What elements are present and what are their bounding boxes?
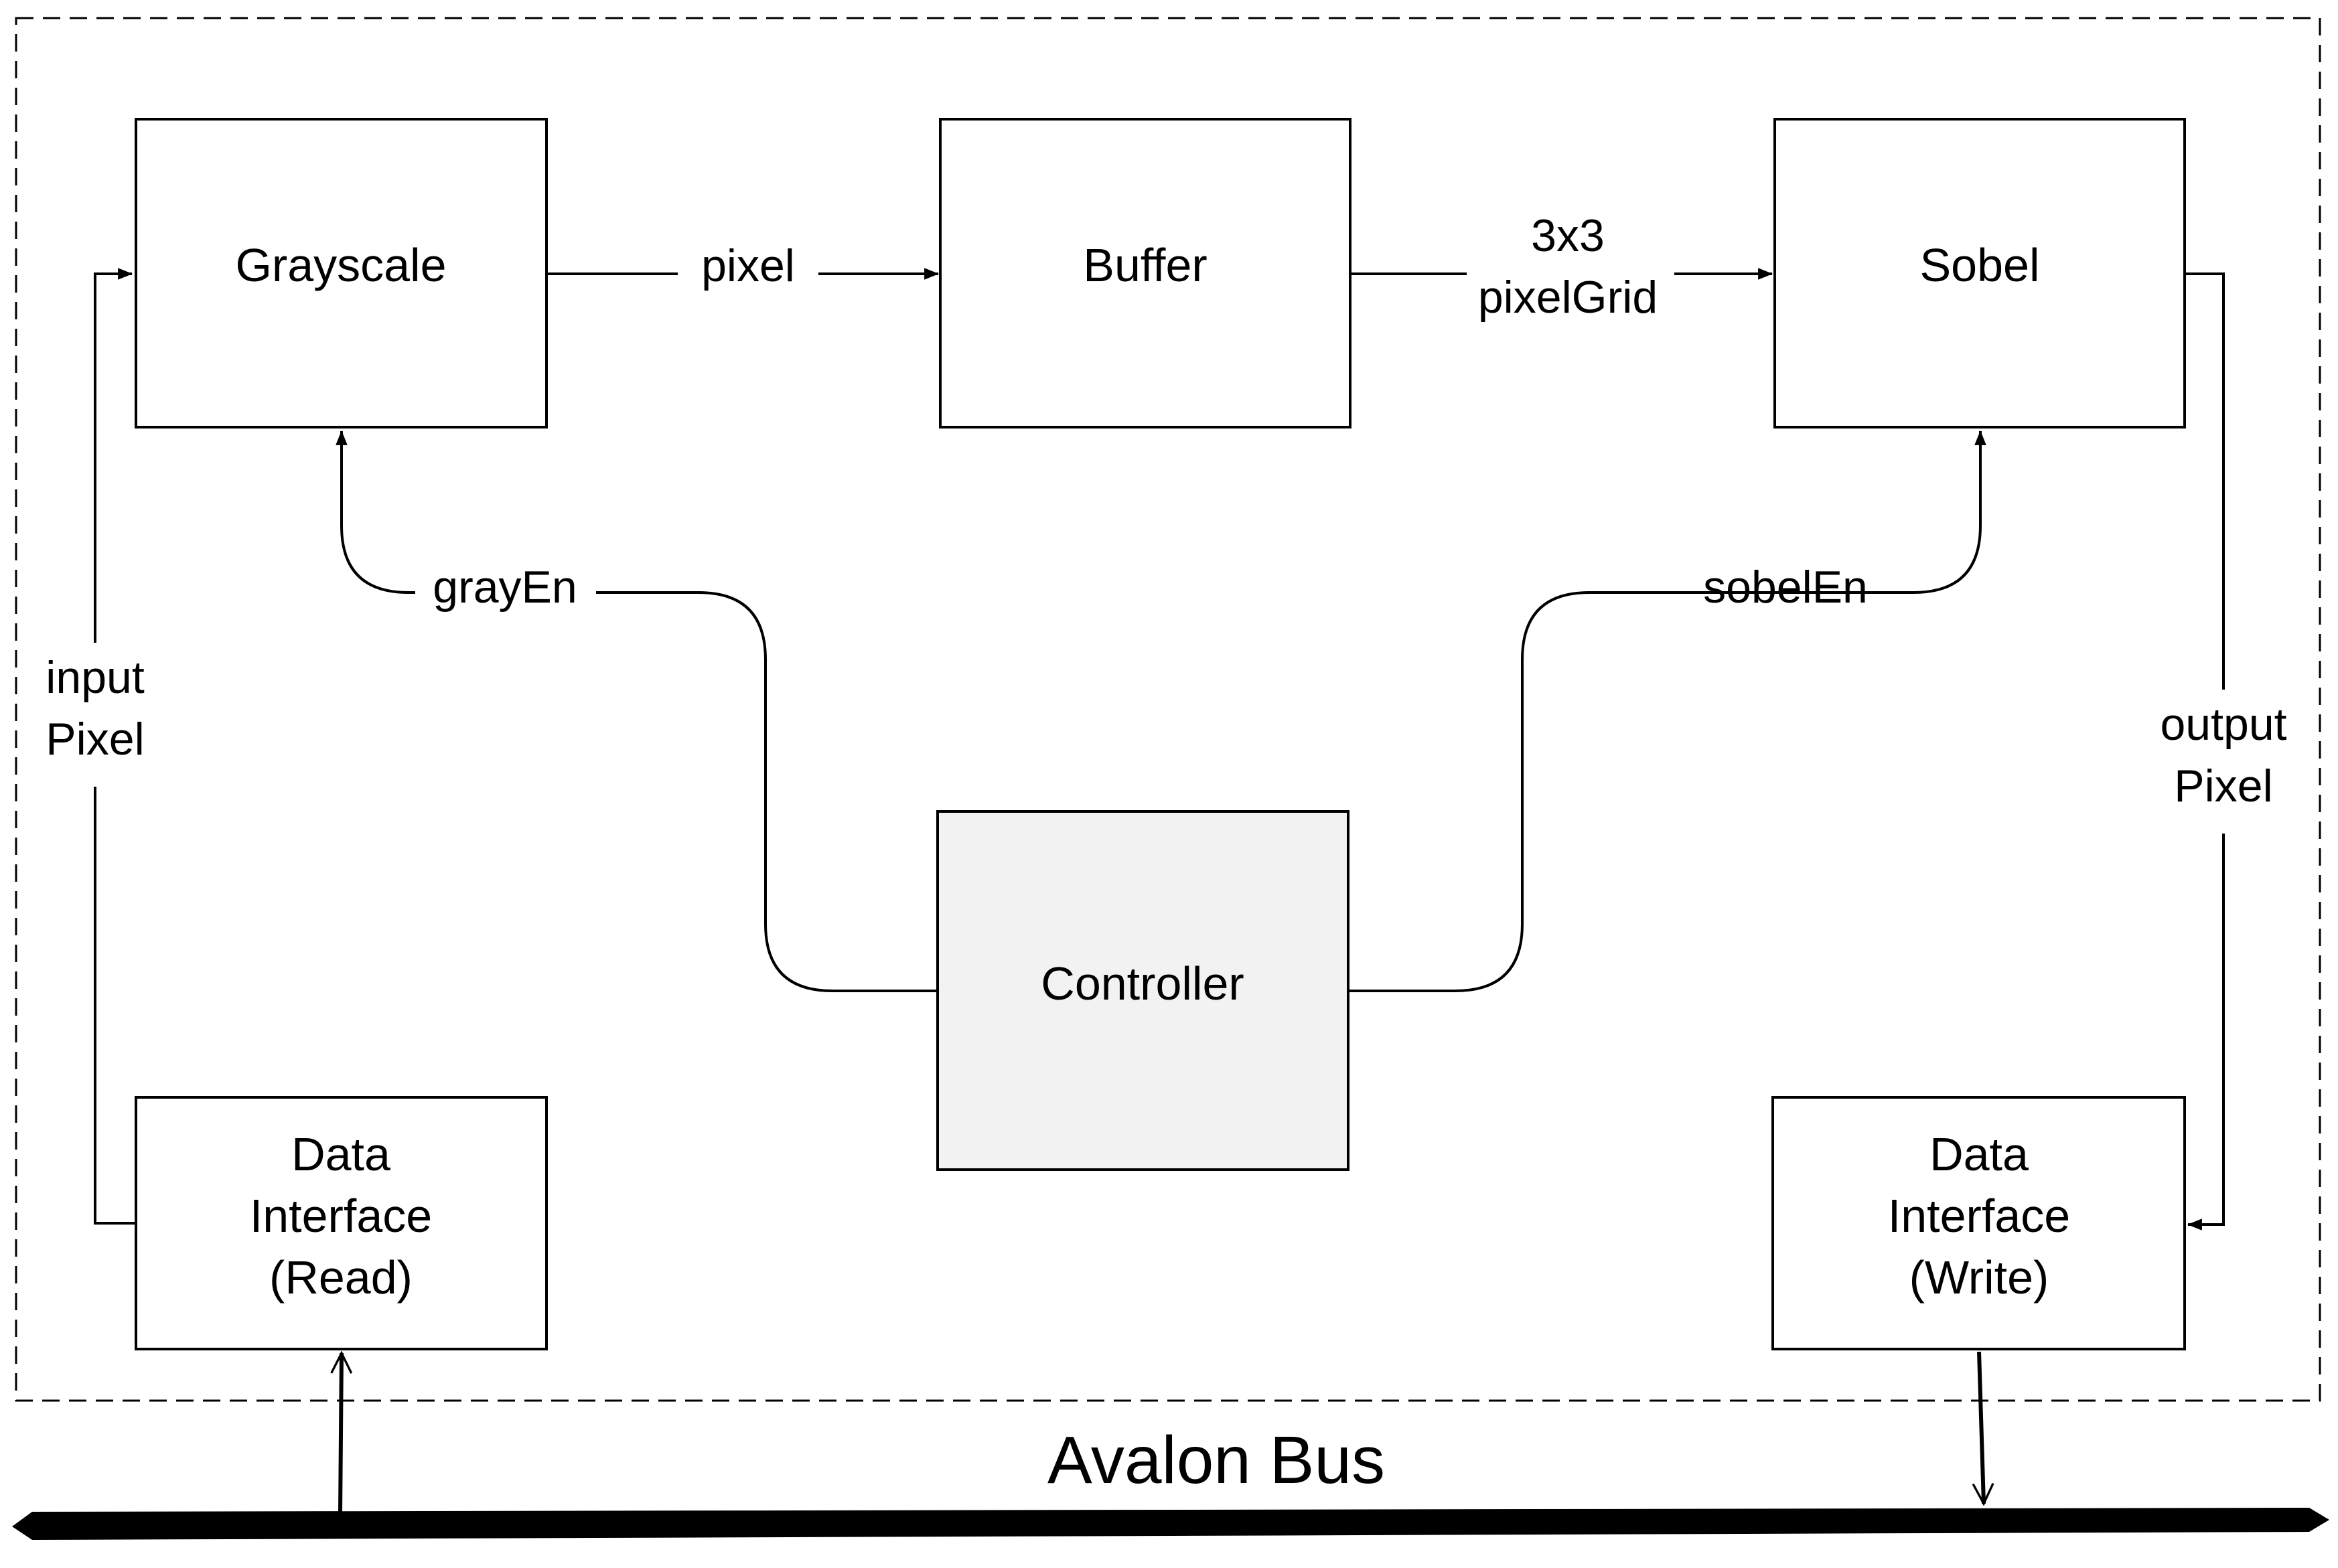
sobel-block — [1773, 118, 2186, 428]
gray-en-wire — [336, 430, 938, 992]
write-interface-label-line2: Interface — [1888, 1190, 2070, 1242]
write-interface-block — [1771, 1096, 2186, 1350]
pixel-grid-signal-label-line2: pixelGrid — [1478, 272, 1658, 323]
pixel-signal-label: pixel — [701, 240, 795, 291]
controller-block — [936, 810, 1349, 1171]
read-interface-label-line3: (Read) — [269, 1251, 413, 1304]
output-pixel-signal-label-line1: output — [2160, 699, 2286, 750]
read-interface-block — [135, 1096, 548, 1350]
write-interface-label-line1: Data — [1929, 1128, 2029, 1180]
gray-en-signal-label: grayEn — [433, 562, 577, 613]
sobel-en-wire — [1348, 430, 1986, 992]
bus-to-read-wire — [340, 1353, 342, 1515]
system-boundary — [15, 17, 2321, 1402]
controller-label: Controller — [1041, 957, 1244, 1010]
read-interface-label-line2: Interface — [250, 1190, 432, 1242]
avalon-bus-line — [12, 1508, 2329, 1540]
input-pixel-signal-label-line2: Pixel — [46, 714, 144, 765]
read-interface-label-line1: Data — [291, 1128, 390, 1180]
sobel-en-signal-label: sobelEn — [1703, 562, 1868, 613]
avalon-bus-label: Avalon Bus — [1047, 1423, 1385, 1498]
sobel-label: Sobel — [1919, 239, 2039, 291]
pixel-grid-signal-label-line1: 3x3 — [1531, 210, 1605, 261]
output-pixel-signal-label-line2: Pixel — [2174, 761, 2272, 811]
input-pixel-signal-label-line1: input — [46, 652, 145, 703]
buffer-label: Buffer — [1083, 239, 1208, 291]
write-to-bus-wire — [1979, 1351, 1984, 1504]
grayscale-block — [135, 118, 548, 428]
write-interface-label-line3: (Write) — [1909, 1251, 2049, 1304]
buffer-block — [939, 118, 1351, 428]
grayscale-label: Grayscale — [235, 239, 446, 291]
